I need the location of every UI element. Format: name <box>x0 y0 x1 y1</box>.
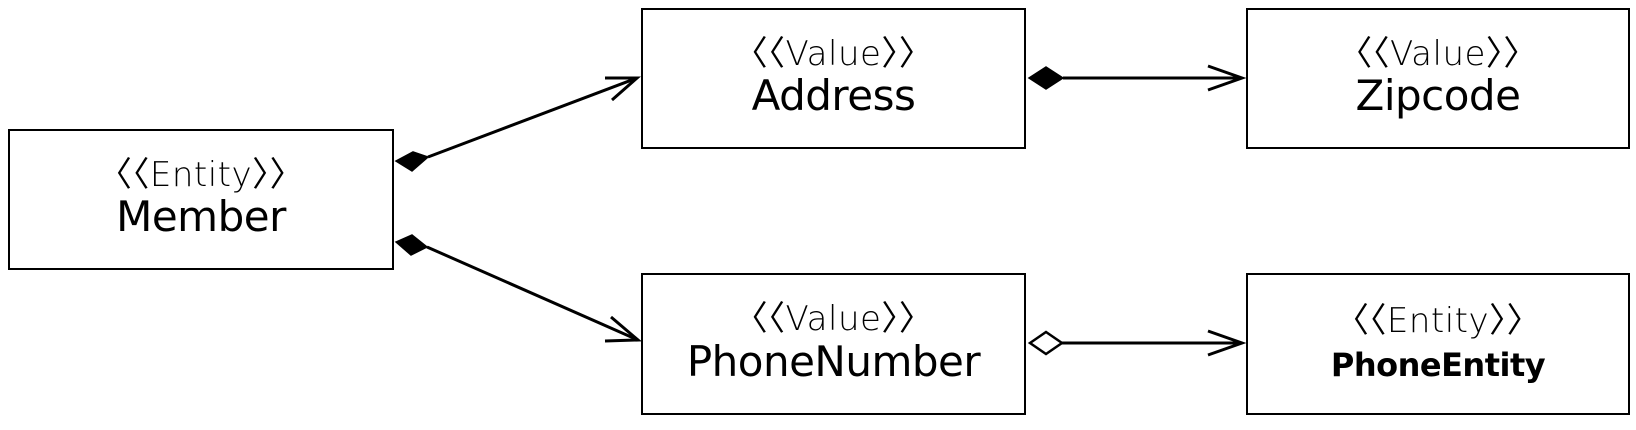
stereotype-label: 〈〈Entity〉〉 <box>1334 300 1542 341</box>
open-arrowhead-icon <box>605 76 641 102</box>
class-box-member: 〈〈Entity〉〉 Member <box>8 129 394 270</box>
class-name: Address <box>751 71 916 121</box>
stereotype-label: 〈〈Value〉〉 <box>1338 33 1538 74</box>
class-name: PhoneNumber <box>686 336 981 386</box>
composition-member-address <box>394 76 641 172</box>
open-arrowhead-icon <box>1207 64 1247 92</box>
class-name: Member <box>116 192 286 242</box>
association-line <box>426 245 639 342</box>
hollow-diamond-icon <box>1027 330 1065 356</box>
filled-diamond-icon <box>394 234 429 256</box>
stereotype-label: 〈〈Entity〉〉 <box>97 154 305 195</box>
composition-member-phonenumber <box>394 234 642 343</box>
class-box-address: 〈〈Value〉〉 Address <box>641 8 1026 149</box>
class-box-zipcode: 〈〈Value〉〉 Zipcode <box>1246 8 1630 149</box>
filled-diamond-icon <box>394 151 430 172</box>
open-arrowhead-icon <box>1207 329 1247 357</box>
class-box-phoneentity: 〈〈Entity〉〉 PhoneEntity <box>1246 273 1630 415</box>
class-name: PhoneEntity <box>1330 346 1546 385</box>
filled-diamond-icon <box>1027 66 1065 90</box>
open-arrowhead-icon <box>604 315 642 343</box>
composition-address-zipcode <box>1027 64 1247 92</box>
class-box-phonenumber: 〈〈Value〉〉 PhoneNumber <box>641 273 1026 415</box>
stereotype-label: 〈〈Value〉〉 <box>733 33 934 74</box>
aggregation-phonenumber-phoneentity <box>1027 329 1247 357</box>
stereotype-label: 〈〈Value〉〉 <box>733 299 934 339</box>
association-line <box>427 76 638 159</box>
class-name: Zipcode <box>1355 71 1521 121</box>
